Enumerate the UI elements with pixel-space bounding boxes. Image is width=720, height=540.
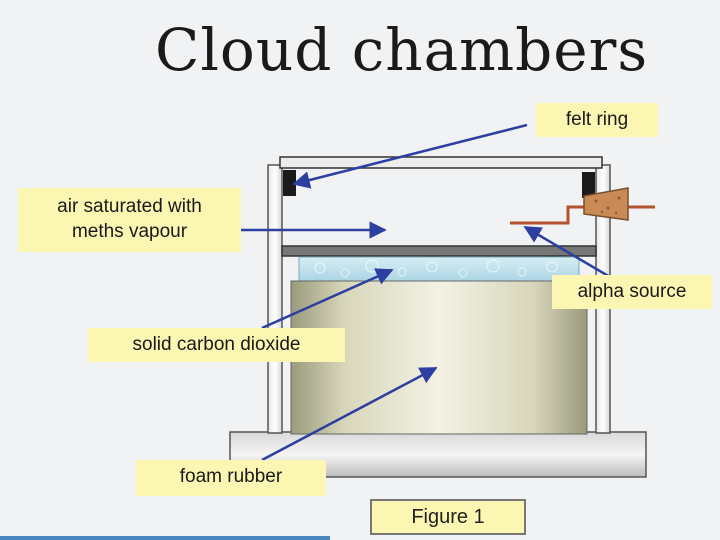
label-air-saturated: air saturated with meths vapour bbox=[18, 188, 241, 252]
label-solid-co2: solid carbon dioxide bbox=[88, 328, 345, 362]
dry-ice-layer bbox=[298, 256, 580, 284]
page-title: Cloud chambers bbox=[155, 16, 649, 84]
label-foam-rubber: foam rubber bbox=[136, 460, 326, 496]
metal-plate bbox=[281, 245, 597, 257]
alpha-source-rod bbox=[510, 205, 655, 225]
arrow-felt-ring bbox=[292, 123, 528, 189]
felt-ring-right bbox=[582, 172, 595, 198]
cork-stopper bbox=[583, 187, 629, 221]
arrow-alpha-source bbox=[523, 225, 611, 279]
label-air-line2: meths vapour bbox=[71, 221, 188, 242]
arrow-solid-co2 bbox=[261, 268, 394, 330]
cork-texture bbox=[594, 196, 621, 215]
arrow-foam-rubber bbox=[261, 366, 438, 462]
lid bbox=[279, 156, 603, 169]
dry-ice-bubbles bbox=[314, 259, 558, 278]
figure-caption: Figure 1 bbox=[370, 499, 526, 535]
label-felt-ring: felt ring bbox=[536, 103, 658, 137]
left-wall bbox=[267, 164, 283, 434]
bottom-accent-bar bbox=[0, 536, 330, 540]
label-air-line1: air saturated with bbox=[57, 196, 202, 217]
label-alpha-source: alpha source bbox=[552, 275, 712, 309]
